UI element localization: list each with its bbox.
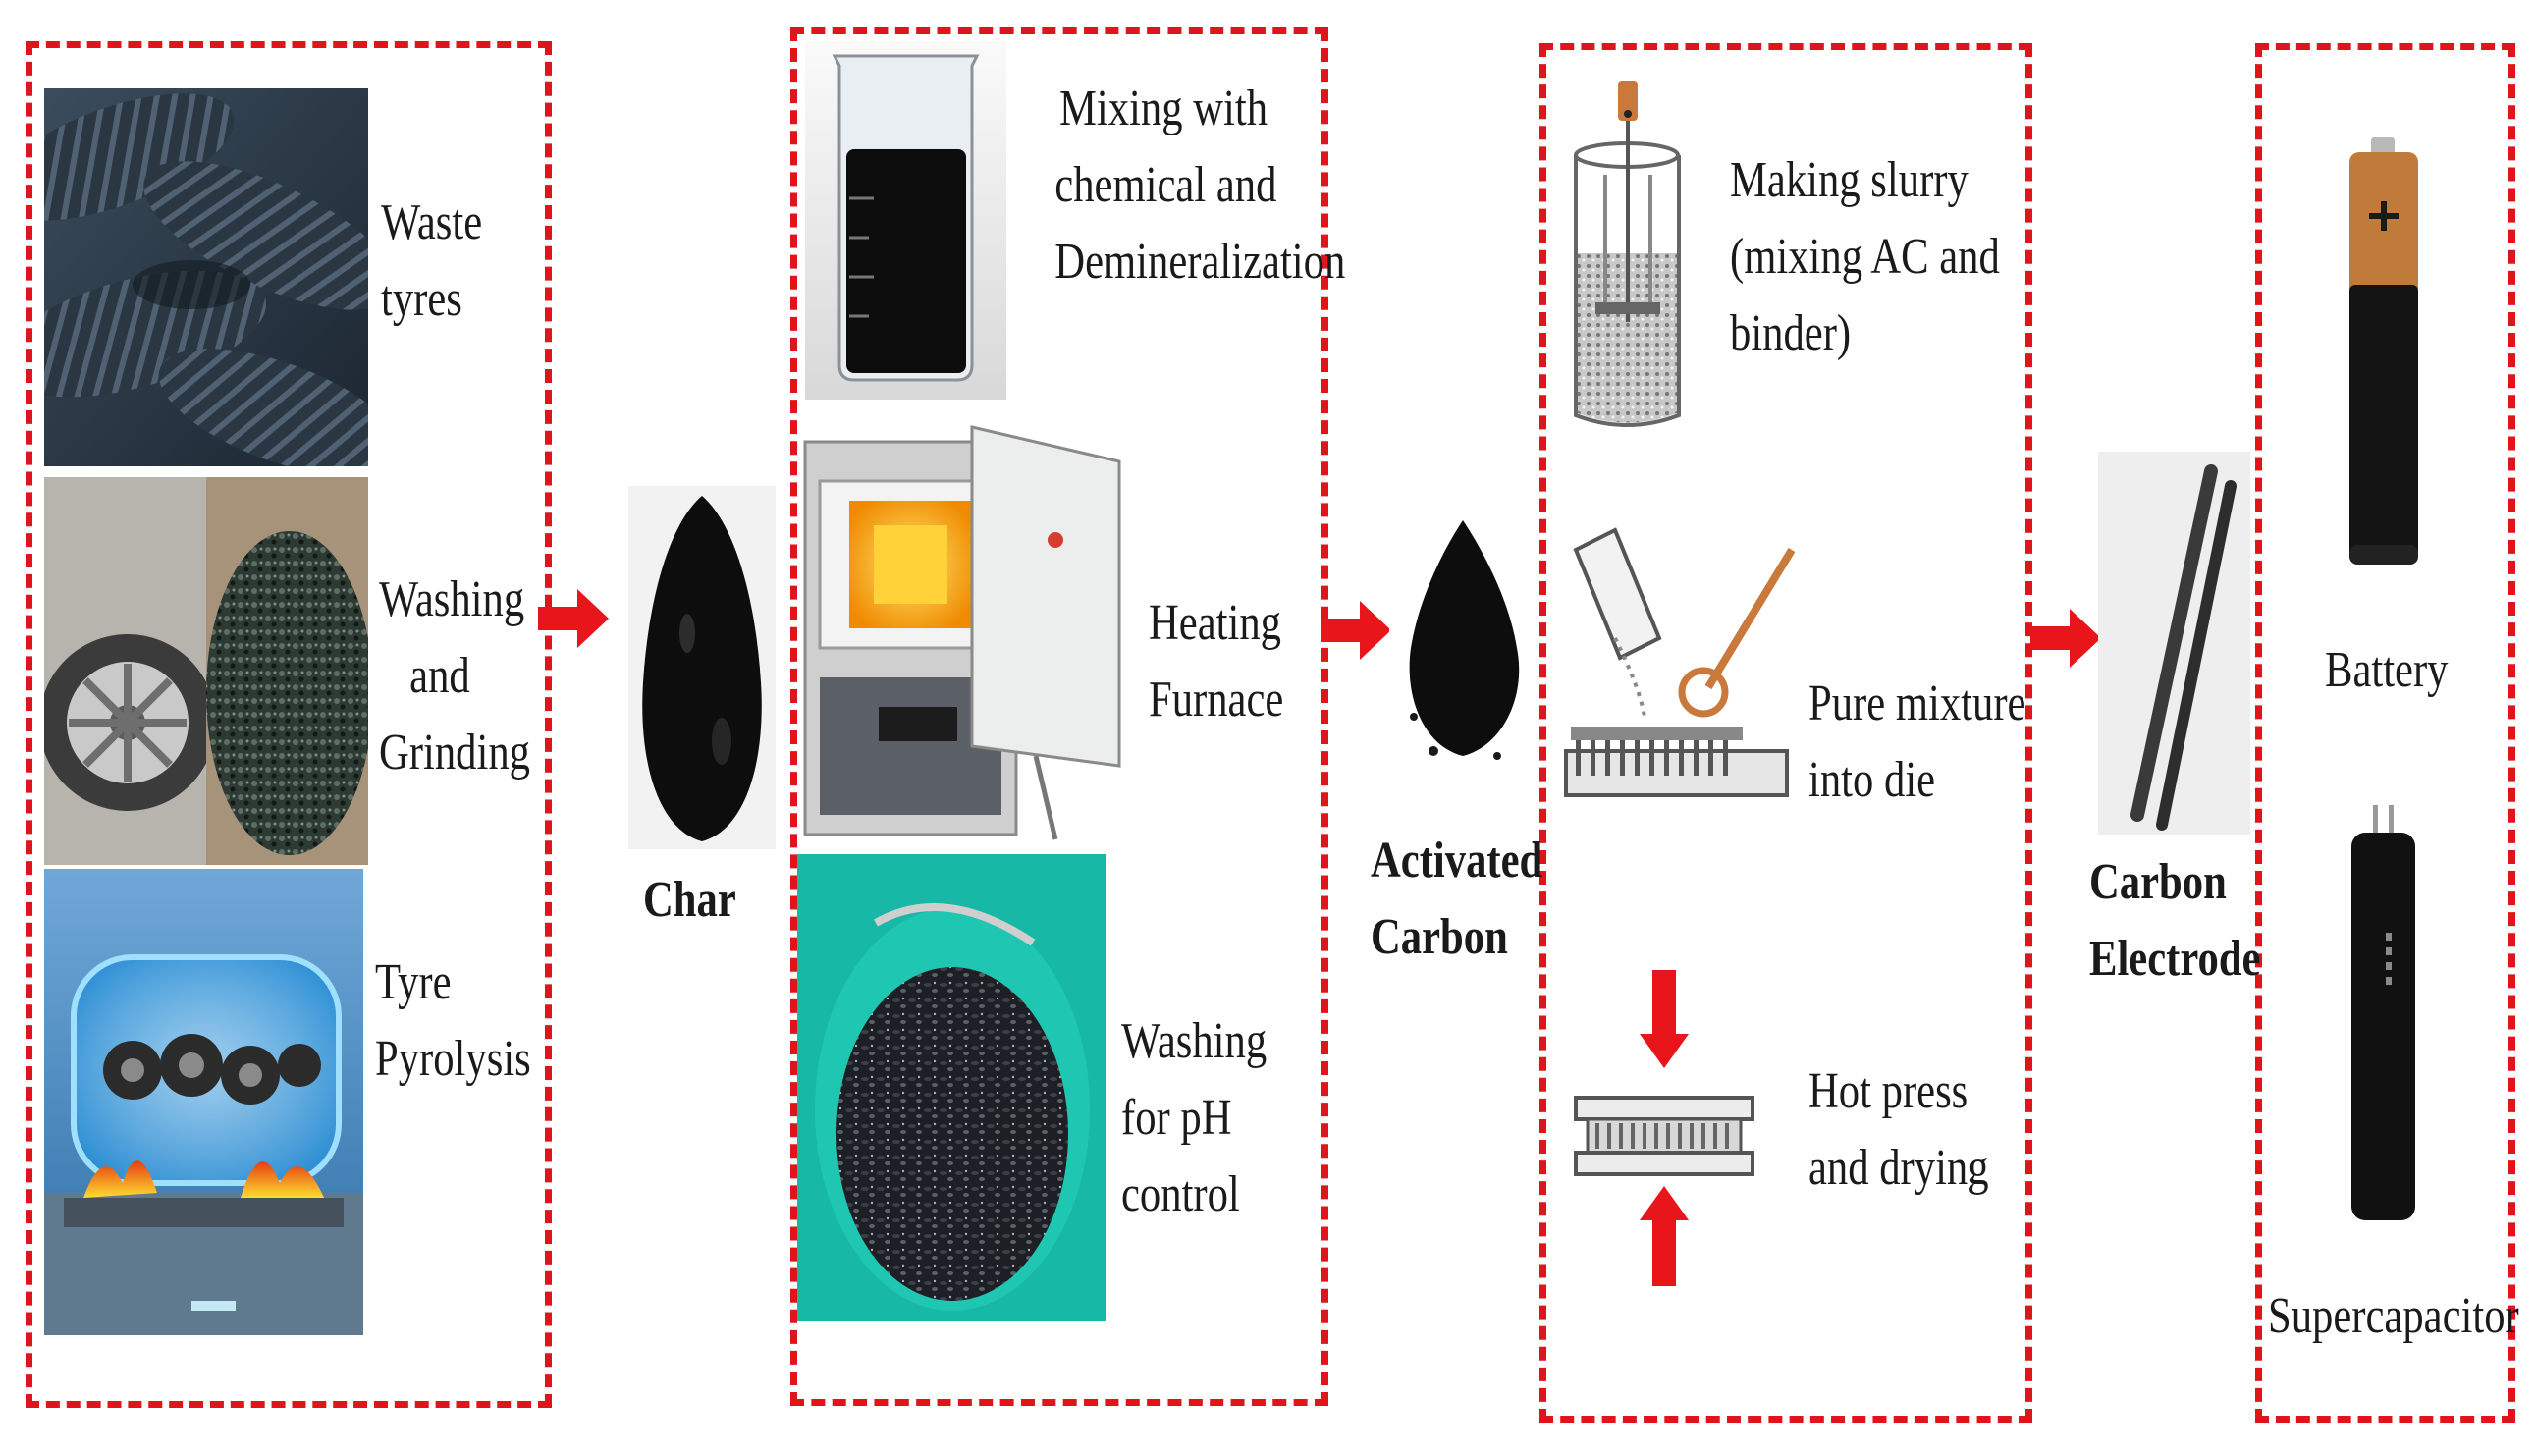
slurry-label: Making slurry (mixing AC and binder) (1730, 152, 2000, 361)
battery-image (2302, 88, 2464, 619)
arrow-to-char (538, 589, 609, 648)
furnace-image (800, 422, 1124, 844)
char-image (628, 486, 776, 849)
beaker-image (805, 41, 1006, 400)
panel-electrode-fabrication (1539, 43, 2032, 1423)
char-label: Char (643, 872, 736, 928)
pure-mixture-label: Pure mixture into die (1808, 675, 2026, 808)
activated-carbon-image (1389, 461, 1537, 785)
waste-tyres-image (44, 88, 368, 466)
carbon-electrode-label: Carbon Electrode (2089, 854, 2261, 987)
arrow-to-activated-carbon (1321, 601, 1391, 660)
washing-grinding-label: Washing and Grinding (379, 571, 530, 781)
mixing-label: Mixing with chemical and Demineralizatio… (1054, 81, 1346, 290)
activated-carbon-label: Activated Carbon (1371, 833, 1543, 965)
panel-activation (790, 27, 1328, 1406)
carbon-electrode-image (2098, 452, 2250, 835)
waste-tyres-label: Waste tyres (381, 194, 483, 327)
supercapacitor-image (2302, 785, 2464, 1257)
arrow-to-carbon-electrode (2030, 609, 2101, 668)
hot-press-label: Hot press and drying (1808, 1063, 1989, 1196)
washing-bowl-image (797, 854, 1106, 1321)
panel-applications (2255, 43, 2515, 1423)
heating-furnace-label: Heating Furnace (1149, 595, 1284, 728)
hot-press-image (1566, 950, 1762, 1304)
panel-feedstock (26, 41, 552, 1408)
slurry-mixer-image (1566, 77, 1689, 450)
supercapacitor-label: Supercapacitor (2268, 1288, 2519, 1344)
tyre-pyrolysis-image (44, 869, 363, 1335)
die-filling-image (1556, 491, 1797, 884)
washing-ph-label: Washing for pH control (1121, 1013, 1268, 1222)
battery-label: Battery (2325, 642, 2449, 698)
tyre-pyrolysis-label: Tyre Pyrolysis (375, 954, 531, 1087)
washing-grinding-image (44, 477, 368, 865)
